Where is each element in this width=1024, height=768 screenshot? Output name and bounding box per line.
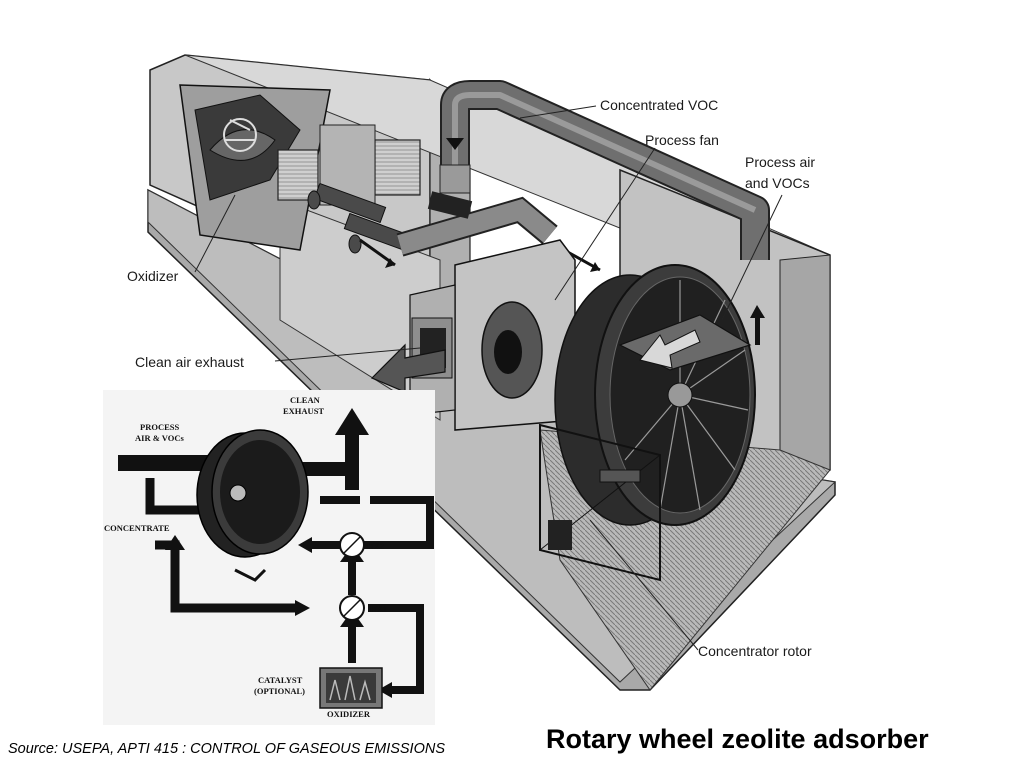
slide-title: Rotary wheel zeolite adsorber	[546, 724, 929, 754]
label-oxidizer: Oxidizer	[127, 268, 179, 284]
label-process-air-line2: and VOCs	[745, 175, 810, 191]
source-caption: Source: USEPA, APTI 415 : CONTROL OF GAS…	[8, 741, 446, 757]
inset-label-exhaust: EXHAUST	[283, 406, 324, 416]
inset-label-hx2: HX2	[367, 541, 384, 551]
inset-label-air-vocs: AIR & VOCs	[135, 433, 184, 443]
inset-label-process: PROCESS	[140, 422, 179, 432]
inset-label-hx1: HX1	[370, 604, 387, 614]
clean-air-exhaust-arrow	[370, 343, 446, 393]
concentrated-voc-duct	[439, 80, 770, 260]
concentrator-rotor	[554, 264, 756, 526]
flow-schematic-inset	[103, 390, 435, 725]
label-clean-air-exhaust: Clean air exhaust	[135, 354, 244, 370]
inset-label-optional: (OPTIONAL)	[254, 686, 305, 696]
callout-leader-lines	[194, 105, 783, 651]
inset-label-clean: CLEAN	[290, 395, 321, 405]
label-process-air-line1: Process air	[745, 154, 815, 170]
label-concentrator-rotor: Concentrator rotor	[698, 643, 812, 659]
inset-label-concentrate: CONCENTRATE	[104, 523, 170, 533]
inset-label-catalyst: CATALYST	[258, 675, 303, 685]
label-process-fan: Process fan	[645, 132, 719, 148]
adsorber-unit-illustration	[147, 54, 837, 691]
inset-label-oxidizer: OXIDIZER	[327, 709, 371, 719]
label-concentrated-voc: Concentrated VOC	[600, 97, 718, 113]
